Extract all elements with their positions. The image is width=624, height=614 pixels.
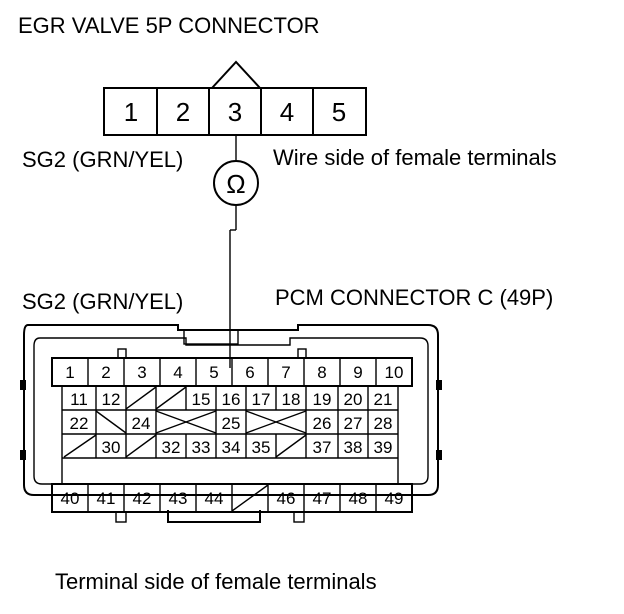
pcm-connector-housing [20, 324, 442, 523]
pcm-terminal: 8 [317, 363, 326, 382]
pcm-terminal: 27 [344, 414, 363, 433]
pcm-terminal: 30 [102, 438, 121, 457]
pcm-terminal: 3 [137, 363, 146, 382]
pcm-terminal: 24 [132, 414, 151, 433]
pcm-terminal: 15 [192, 390, 211, 409]
pcm-terminal: 38 [344, 438, 363, 457]
ohm-symbol: Ω [226, 169, 245, 199]
pcm-terminal-grid: 1 2 3 4 5 6 7 8 9 10 11 12 15 16 17 18 1… [51, 357, 413, 513]
pcm-terminal: 4 [173, 363, 182, 382]
egr-pin: 2 [176, 97, 190, 127]
pcm-terminal: 43 [169, 489, 188, 508]
pcm-terminal: 12 [102, 390, 121, 409]
pcm-terminal: 28 [374, 414, 393, 433]
pcm-terminal: 34 [222, 438, 241, 457]
egr-pin: 1 [124, 97, 138, 127]
pcm-terminal: 17 [252, 390, 271, 409]
pcm-terminal: 5 [209, 363, 218, 382]
pcm-terminal: 41 [97, 489, 116, 508]
pcm-terminal: 47 [313, 489, 332, 508]
pcm-terminal: 22 [70, 414, 89, 433]
pcm-terminal: 25 [222, 414, 241, 433]
pcm-terminal: 10 [385, 363, 404, 382]
pcm-terminal: 2 [101, 363, 110, 382]
pcm-terminal: 18 [282, 390, 301, 409]
pcm-terminal: 46 [277, 489, 296, 508]
ohmmeter-icon: Ω [213, 160, 259, 206]
pcm-terminal: 20 [344, 390, 363, 409]
pcm-terminal: 21 [374, 390, 393, 409]
pcm-side-label: Terminal side of female terminals [55, 569, 377, 594]
pcm-wire-label: SG2 (GRN/YEL) [22, 289, 183, 314]
pcm-terminal: 42 [133, 489, 152, 508]
pcm-terminal: 9 [353, 363, 362, 382]
egr-connector-title: EGR VALVE 5P CONNECTOR [18, 13, 320, 38]
pcm-terminal: 39 [374, 438, 393, 457]
pcm-terminal: 35 [252, 438, 271, 457]
egr-pin: 4 [280, 97, 294, 127]
pcm-terminal: 48 [349, 489, 368, 508]
pcm-terminal: 32 [162, 438, 181, 457]
pcm-terminal: 37 [313, 438, 332, 457]
pcm-terminal: 26 [313, 414, 332, 433]
pcm-connector-title: PCM CONNECTOR C (49P) [275, 285, 553, 310]
pcm-terminal: 6 [245, 363, 254, 382]
egr-pin: 3 [228, 97, 242, 127]
egr-pin: 5 [332, 97, 346, 127]
pcm-terminal: 1 [65, 363, 74, 382]
pcm-terminal: 33 [192, 438, 211, 457]
pcm-terminal: 7 [281, 363, 290, 382]
egr-connector: 1 2 3 4 5 [103, 60, 367, 136]
pcm-terminal: 19 [313, 390, 332, 409]
pcm-terminal: 16 [222, 390, 241, 409]
pcm-terminal: 11 [70, 390, 88, 409]
egr-side-label: Wire side of female terminals [273, 145, 557, 170]
pcm-terminal: 40 [61, 489, 80, 508]
pcm-terminal: 44 [205, 489, 224, 508]
egr-wire-label: SG2 (GRN/YEL) [22, 147, 183, 172]
pcm-terminal: 49 [385, 489, 404, 508]
